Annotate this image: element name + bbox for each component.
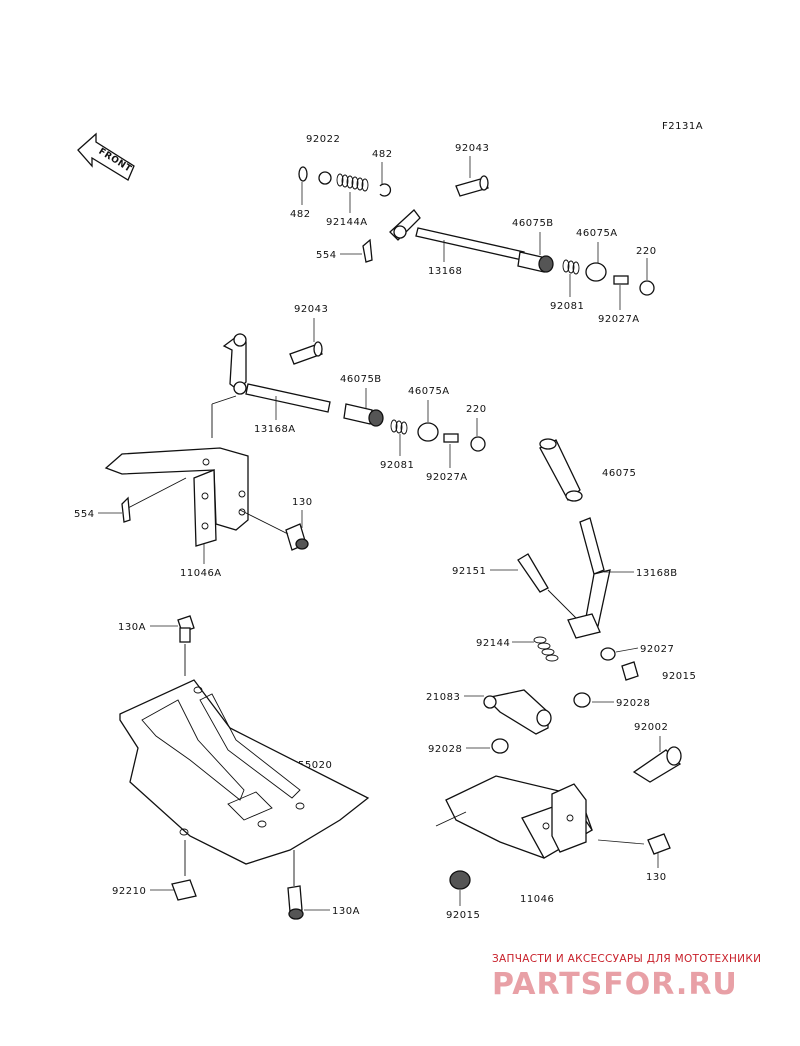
callout-130a: 130A <box>118 622 146 633</box>
callout-92015: 92015 <box>662 671 696 682</box>
callout-92027a: 92027A <box>598 314 640 325</box>
upper-shift-rod-assembly <box>298 166 655 296</box>
callout-130: 130 <box>292 497 313 508</box>
callout-92002: 92002 <box>634 722 668 733</box>
callout-11046a: 11046A <box>180 568 222 579</box>
callout-92028-b: 92028 <box>428 744 462 755</box>
callout-92027a-b: 92027A <box>426 472 468 483</box>
watermark-tagline: ЗАПЧАСТИ И АКСЕССУАРЫ ДЛЯ МОТОТЕХНИКИ <box>492 953 761 965</box>
callout-554: 554 <box>316 250 337 261</box>
shift-lever-assembly <box>435 438 682 890</box>
callout-46075a-b: 46075A <box>408 386 450 397</box>
callout-46075: 46075 <box>602 468 636 479</box>
callout-13168a: 13168A <box>254 424 296 435</box>
watermark-brand: PARTSFOR.RU <box>492 967 738 1002</box>
callout-482: 482 <box>372 149 393 160</box>
callout-92022: 92022 <box>306 134 340 145</box>
callout-220: 220 <box>636 246 657 257</box>
callout-92144a: 92144A <box>326 217 368 228</box>
callout-482: 482 <box>290 209 311 220</box>
callout-46075b-b: 46075B <box>340 374 382 385</box>
watermark: ЗАПЧАСТИ И АКСЕССУАРЫ ДЛЯ МОТОТЕХНИКИ PA… <box>492 953 761 1002</box>
callout-92028: 92028 <box>616 698 650 709</box>
callout-92043: 92043 <box>455 143 489 154</box>
callout-21083: 21083 <box>426 692 460 703</box>
callout-13168: 13168 <box>428 266 462 277</box>
callout-92081: 92081 <box>550 301 584 312</box>
callout-55020: 55020 <box>298 760 332 771</box>
callout-92015-b: 92015 <box>446 910 480 921</box>
upper-callouts: 92022 482 92043 482 92144A 554 46075B 46… <box>290 134 657 325</box>
skid-plate-assembly <box>119 615 370 920</box>
front-arrow-icon: FRONT <box>77 132 135 181</box>
callout-92027: 92027 <box>640 644 674 655</box>
callout-130-b: 130 <box>646 872 667 883</box>
callout-92151: 92151 <box>452 566 486 577</box>
middle-shift-rod-assembly <box>104 333 486 551</box>
callout-92043-b: 92043 <box>294 304 328 315</box>
callout-46075b: 46075B <box>512 218 554 229</box>
callout-11046: 11046 <box>520 894 554 905</box>
callout-92081-b: 92081 <box>380 460 414 471</box>
right-callouts: 46075 92151 13168B 92144 92027 92015 130… <box>112 468 696 921</box>
callout-92210: 92210 <box>112 886 146 897</box>
callout-92144: 92144 <box>476 638 510 649</box>
callout-554-b: 554 <box>74 509 95 520</box>
callout-130a-b: 130A <box>332 906 360 917</box>
callout-13168b: 13168B <box>636 568 678 579</box>
callout-220-b: 220 <box>466 404 487 415</box>
diagram-code: F2131A <box>662 121 703 132</box>
middle-callouts: 92043 46075B 46075A 220 13168A 92081 920… <box>74 304 487 579</box>
callout-46075a: 46075A <box>576 228 618 239</box>
